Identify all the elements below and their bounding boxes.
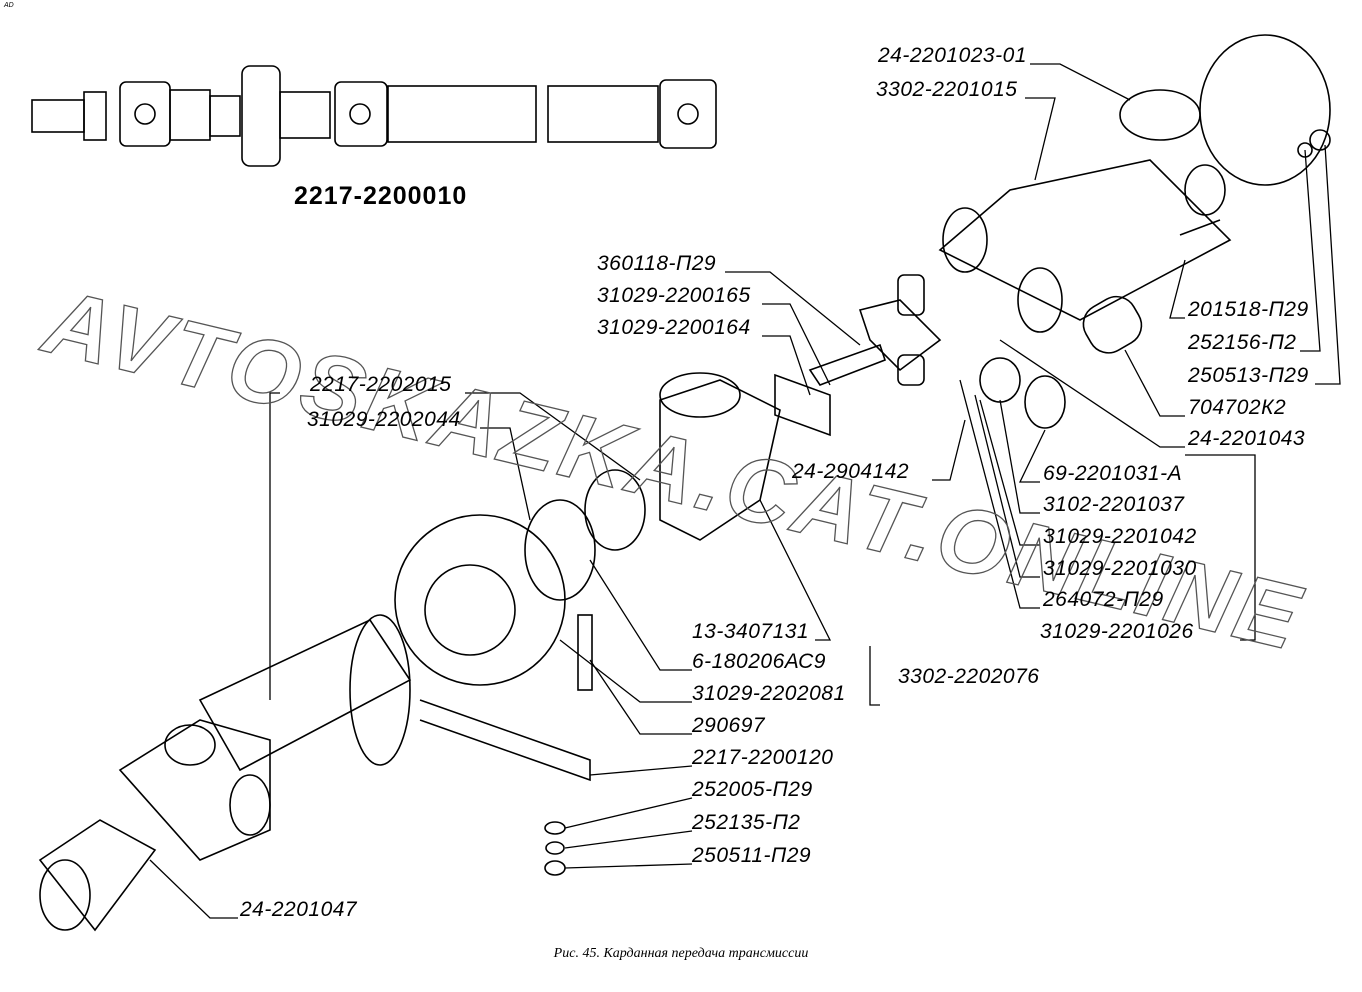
part-label: 31029-2202044 xyxy=(307,408,461,431)
part-label: 24-2201043 xyxy=(1188,427,1306,450)
corner-mark: АD xyxy=(4,2,14,9)
overview-shaft-drawing xyxy=(31,65,717,167)
part-label: 69-2201031-А xyxy=(1043,462,1183,485)
part-label: 24-2201047 xyxy=(240,898,358,921)
part-label: 704702К2 xyxy=(1188,396,1287,419)
part-label: 250513-П29 xyxy=(1188,364,1309,387)
part-label: 13-3407131 xyxy=(692,620,810,643)
part-label: 3302-2201015 xyxy=(876,78,1018,101)
part-label: 252156-П2 xyxy=(1188,331,1297,354)
assembly-number: 2217-2200010 xyxy=(294,182,468,210)
part-label: 31029-2200165 xyxy=(597,284,751,307)
part-label: 24-2201023-01 xyxy=(878,44,1027,67)
front-shaft-drawing xyxy=(38,614,566,932)
part-label: 264072-П29 xyxy=(1043,588,1164,611)
figure-caption: Рис. 45. Карданная передача трансмиссии xyxy=(553,946,809,961)
part-label: 250511-П29 xyxy=(692,844,812,867)
part-label: 31029-2202081 xyxy=(692,682,846,705)
part-label: 360118-П29 xyxy=(597,252,717,275)
part-label: 6-180206АС9 xyxy=(692,650,826,673)
part-label: 3302-2202076 xyxy=(898,665,1040,688)
part-label: 2217-2202015 xyxy=(310,373,452,396)
part-label: 201518-П29 xyxy=(1188,298,1309,321)
part-label: 31029-2201042 xyxy=(1043,525,1197,548)
part-label: 31029-2201026 xyxy=(1040,620,1194,643)
part-label: 252005-П29 xyxy=(692,778,813,801)
part-label: 24-2904142 xyxy=(792,460,910,483)
part-label: 2217-2200120 xyxy=(692,746,834,769)
part-label: 31029-2200164 xyxy=(597,316,751,339)
part-label: 31029-2201030 xyxy=(1043,557,1197,580)
part-label: 252135-П2 xyxy=(692,811,801,834)
leader-lines xyxy=(149,63,1341,919)
part-label: 290697 xyxy=(692,714,766,737)
part-label: 3102-2201037 xyxy=(1043,493,1185,516)
